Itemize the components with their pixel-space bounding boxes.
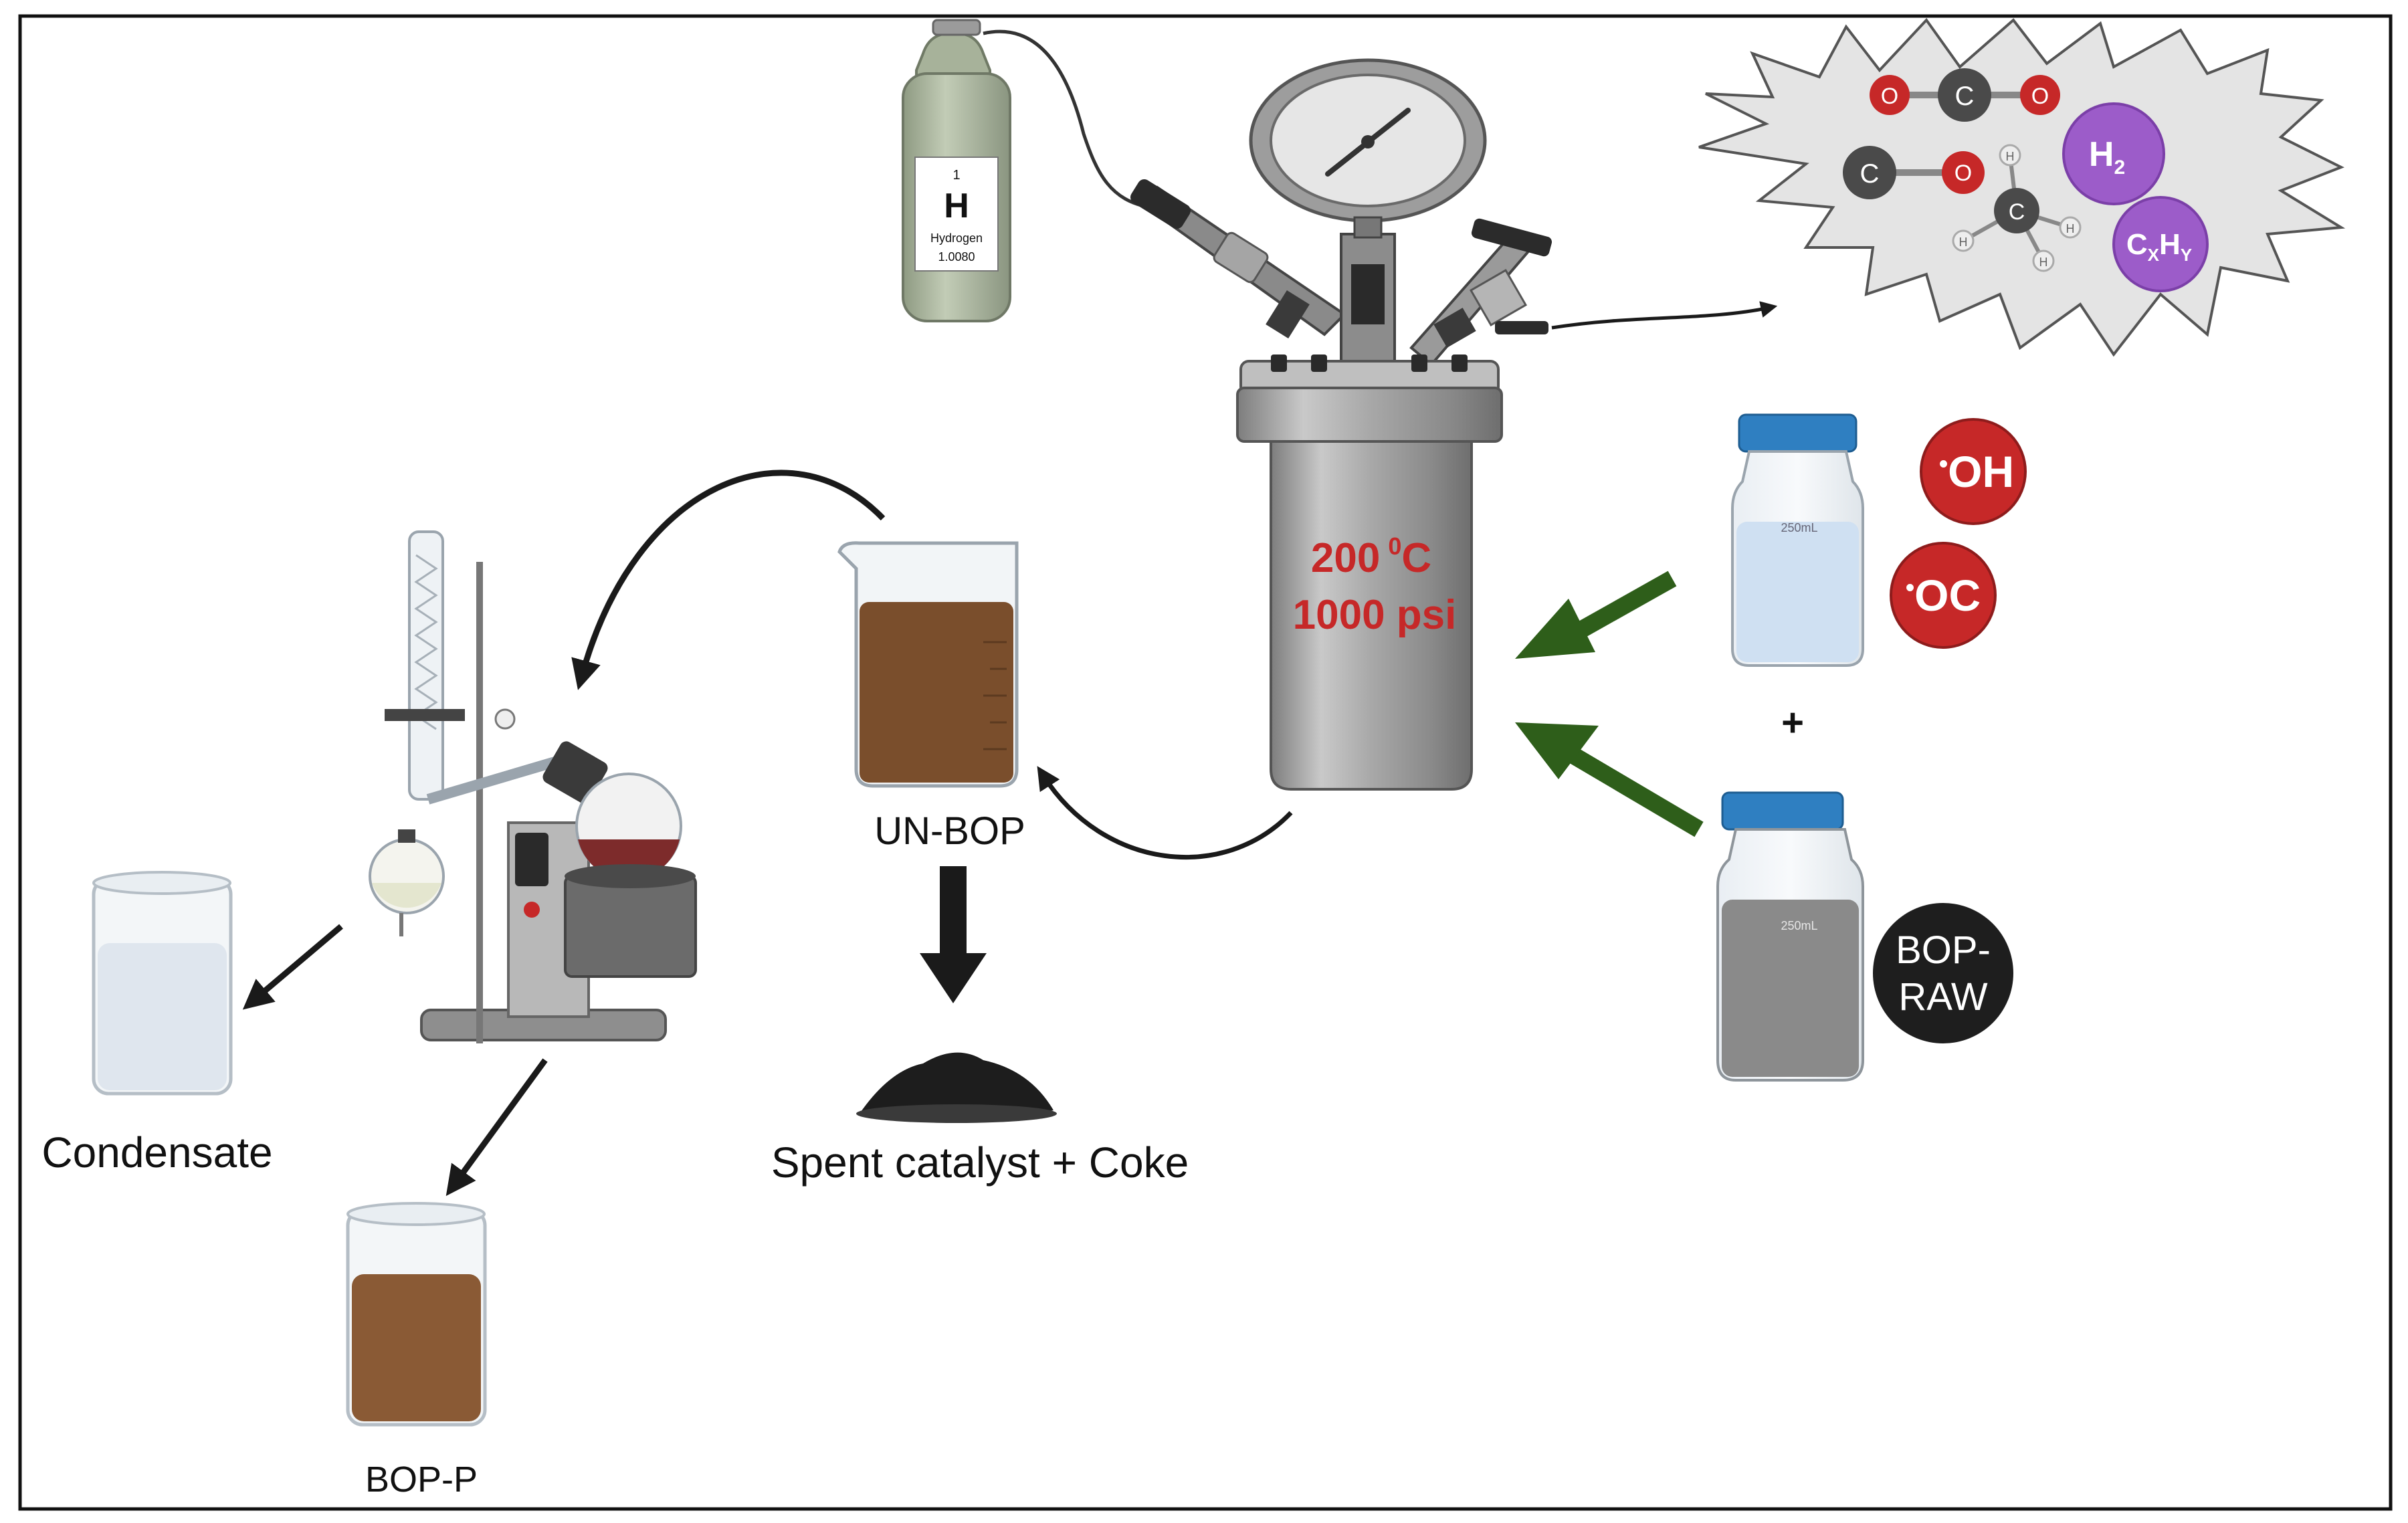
svg-text:•OH: •OH — [1939, 447, 2014, 496]
h2-label: H2 — [2089, 135, 2125, 179]
solvent-bottle: 250mL — [1731, 413, 1864, 667]
spent-catalyst-pile — [856, 1052, 1057, 1123]
hydrogen-cylinder: 1 H Hydrogen 1.0080 — [902, 19, 1011, 322]
element-mass: 1.0080 — [938, 250, 975, 264]
rotary-evaporator — [369, 530, 697, 1043]
element-name: Hydrogen — [930, 231, 983, 245]
methane-h: H — [2039, 256, 2048, 269]
unbop-to-evaporator-arrow — [571, 470, 886, 690]
co2-atom — [2020, 75, 2060, 115]
h2-bubble — [2062, 102, 2165, 205]
bop-raw-badge: BOP- RAW — [1873, 903, 2013, 1043]
co2-atom — [1870, 75, 1910, 115]
cxhy-label: CXHY — [2126, 228, 2192, 265]
element-tile — [914, 157, 999, 272]
pressure-gauge-icon — [1249, 58, 1487, 239]
unbop-to-spent-arrow — [920, 866, 987, 1003]
co2-label: O — [1881, 84, 1898, 109]
co2-label: O — [2031, 84, 2049, 109]
oc-radical-badge: •OC — [1890, 542, 1997, 649]
plus-sign: + — [1781, 701, 1804, 744]
gas-products-cloud: O C O C O C H H H H H2 CXHY — [1698, 17, 2346, 357]
hydroxyl-radical-badge: •OH — [1920, 418, 2027, 525]
element-symbol: H — [944, 187, 969, 225]
outlet-valve-icon — [1409, 218, 1552, 367]
spent-catalyst-label: Spent catalyst + Coke — [771, 1138, 1189, 1187]
svg-text:BOP-: BOP- — [1896, 928, 1991, 972]
methane-h: H — [1959, 235, 1968, 249]
evaporator-to-condensate-arrow — [242, 924, 343, 1010]
reactor-pressure: 1000 psi — [1293, 592, 1457, 638]
co2-atom — [1938, 68, 1991, 122]
feed-arrow-top — [1515, 571, 1677, 659]
methane-h: H — [2006, 150, 2015, 163]
bop-p-label: BOP-P — [365, 1459, 478, 1500]
evaporator-to-bopp-arrow — [445, 1058, 548, 1197]
co2-label: C — [1955, 82, 1975, 111]
bop-raw-bottle: 250mL — [1716, 791, 1864, 1082]
svg-text:•OC: •OC — [1906, 571, 1981, 620]
svg-text:RAW: RAW — [1898, 975, 1987, 1019]
feed-arrow-bottom — [1515, 722, 1704, 837]
un-bop-label: UN-BOP — [874, 809, 1025, 853]
co-label: C — [1860, 159, 1880, 189]
co-atom — [1843, 146, 1896, 199]
bottle-volume-bottom: 250mL — [1781, 919, 1817, 932]
bop-p-beaker — [346, 1202, 487, 1427]
reactor-to-unbop-arrow — [1037, 766, 1293, 859]
atomic-number: 1 — [952, 168, 960, 183]
gas-hose — [983, 29, 1151, 209]
un-bop-beaker — [837, 541, 1019, 788]
co-label: O — [1954, 161, 1972, 186]
condensate-label: Condensate — [41, 1128, 272, 1177]
condensate-beaker — [92, 871, 233, 1096]
cxhy-bubble — [2112, 196, 2209, 292]
gas-vent-arrow — [1551, 301, 1778, 330]
co-atom — [1942, 151, 1985, 194]
methane-carbon-label: C — [2009, 199, 2025, 225]
methane-h: H — [2066, 222, 2075, 235]
methane-carbon — [1994, 188, 2039, 233]
bottle-volume-top: 250mL — [1781, 521, 1817, 534]
